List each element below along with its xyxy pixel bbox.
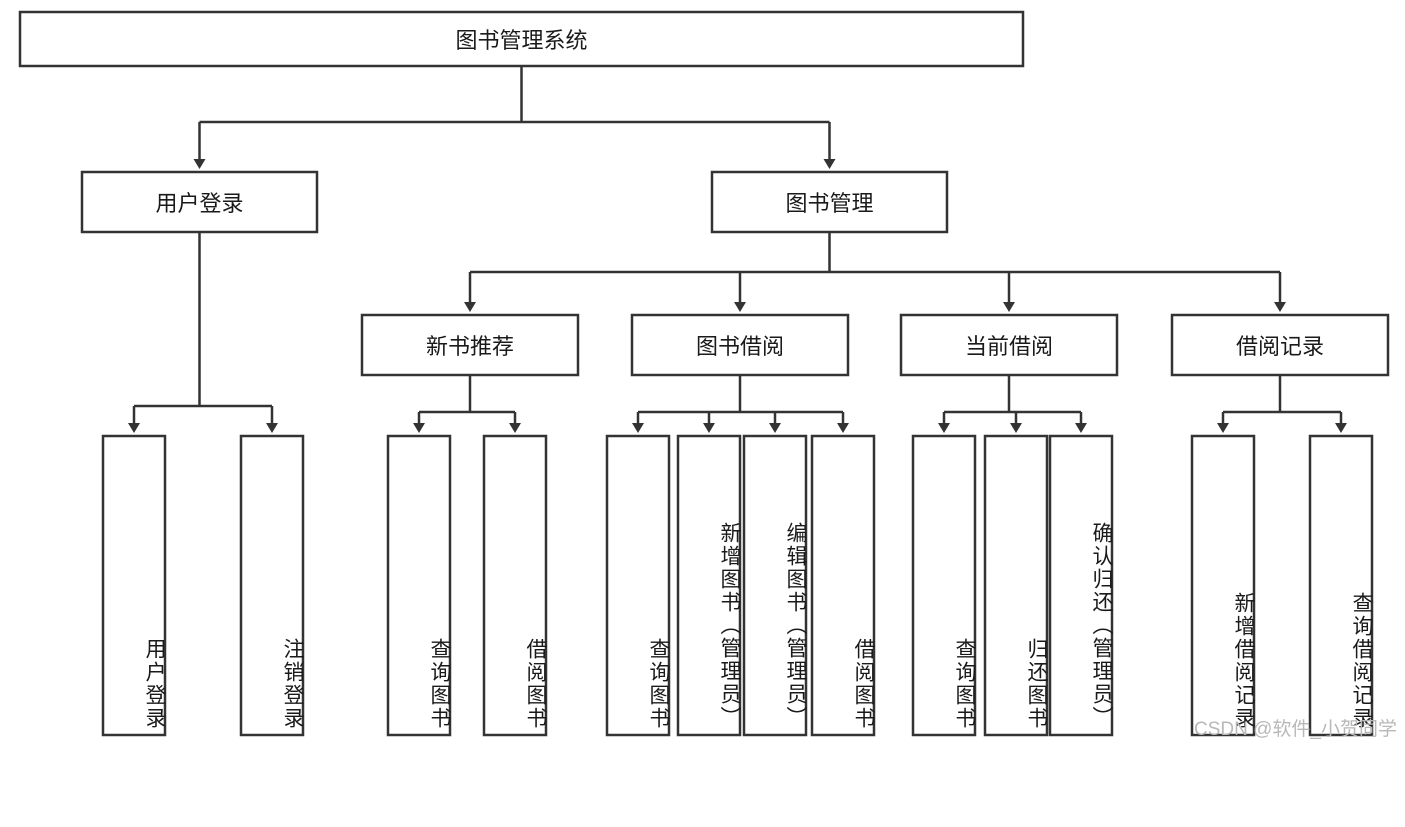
node-box-book-manage[interactable] [710,170,949,234]
node-box-new-book-rec[interactable] [360,313,580,377]
node-box-user-login[interactable] [80,170,319,234]
diagram-canvas: 图书管理系统用户登录图书管理新书推荐图书借阅当前借阅借阅记录用户登录注销登录查询… [18,10,1397,740]
node-box-leaf-user-login[interactable] [101,434,167,737]
node-box-leaf-query-book-3[interactable] [911,434,977,737]
node-boxes [18,10,1390,737]
hierarchy-diagram [18,10,1390,737]
node-box-leaf-add-book-admin[interactable] [676,434,742,737]
node-box-leaf-query-book-2[interactable] [605,434,671,737]
node-box-leaf-add-borrow-record[interactable] [1190,434,1256,737]
node-box-leaf-confirm-return-admin[interactable] [1048,434,1114,737]
node-box-leaf-edit-book-admin[interactable] [742,434,808,737]
node-box-leaf-query-borrow-record[interactable] [1308,434,1374,737]
node-box-book-borrow[interactable] [630,313,850,377]
node-box-current-borrow[interactable] [899,313,1119,377]
node-box-borrow-record[interactable] [1170,313,1390,377]
node-box-leaf-return-book[interactable] [983,434,1049,737]
node-box-leaf-user-logout[interactable] [239,434,305,737]
node-box-leaf-query-book-1[interactable] [386,434,452,737]
connector-lines [128,66,1347,433]
node-box-root[interactable] [18,10,1025,68]
watermark-text: CSDN @软件_小贺同学 [1194,719,1397,740]
node-box-leaf-borrow-book-1[interactable] [482,434,548,737]
node-box-leaf-borrow-book-2[interactable] [810,434,876,737]
